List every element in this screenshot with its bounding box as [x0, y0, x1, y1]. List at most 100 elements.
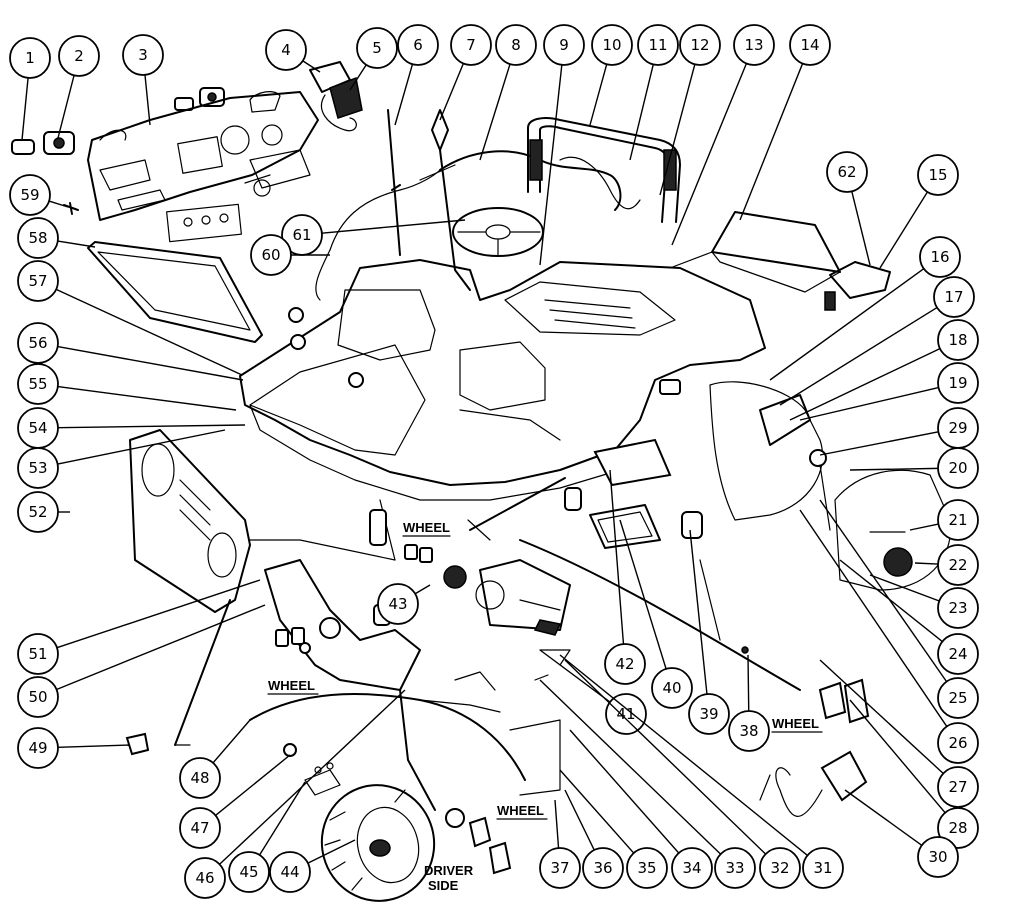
leader-line: [739, 63, 804, 221]
leader-line: [539, 679, 722, 855]
leader-line: [57, 385, 237, 411]
callout-number: 17: [944, 288, 963, 306]
callout-24: 24: [839, 559, 979, 675]
callout-52: 52: [17, 491, 70, 533]
callout-bubble: [733, 24, 775, 66]
callout-bubble: [826, 151, 868, 193]
callout-bubble: [591, 24, 633, 66]
callout-49: 49: [17, 727, 131, 769]
leader-line: [307, 839, 356, 864]
callout-60: 60: [250, 234, 330, 276]
wheel-label-left: WHEEL: [267, 678, 319, 695]
leader-line: [56, 604, 266, 691]
callout-number: 61: [292, 226, 311, 244]
callout-27: 27: [819, 659, 979, 808]
callout-36: 36: [564, 789, 624, 889]
callout-number: 50: [28, 688, 47, 706]
callout-12: 12: [659, 24, 721, 196]
callout-45: 45: [228, 781, 306, 893]
callout-7: 7: [439, 24, 492, 121]
callout-38: 38: [728, 654, 770, 752]
callout-58: 58: [17, 217, 96, 259]
callout-55: 55: [17, 363, 237, 411]
callout-bubble: [17, 447, 59, 489]
callout-number: 30: [928, 848, 947, 866]
callout-number: 55: [28, 375, 47, 393]
callout-bubble: [582, 847, 624, 889]
callout-number: 23: [948, 599, 967, 617]
callout-14: 14: [739, 24, 831, 221]
callout-number: 3: [138, 46, 148, 64]
leader-line: [321, 219, 466, 234]
lamp-lens-1: [11, 139, 35, 155]
leader-line: [747, 654, 750, 712]
callout-bubble: [637, 24, 679, 66]
callout-bubble: [450, 24, 492, 66]
driver-label: DRIVER: [424, 863, 474, 878]
leader-line: [57, 744, 131, 749]
callout-11: 11: [629, 24, 679, 161]
leader-line: [56, 579, 261, 649]
callout-bubble: [714, 847, 756, 889]
callout-bubble: [937, 766, 979, 808]
callout-number: 1: [25, 49, 35, 67]
callout-1: 1: [9, 37, 51, 141]
callout-47: 47: [179, 754, 291, 849]
leader-line: [564, 789, 595, 851]
callout-bubble: [937, 447, 979, 489]
callout-37: 37: [539, 799, 581, 889]
leader-line: [619, 519, 667, 670]
callout-bubble: [789, 24, 831, 66]
callout-bubble: [17, 491, 59, 533]
callout-bubble: [688, 693, 730, 735]
callout-50: 50: [17, 604, 266, 718]
leader-line: [414, 584, 431, 595]
leader-line: [215, 754, 291, 816]
callout-bubble: [17, 217, 59, 259]
leader-line: [839, 559, 943, 643]
callout-number: 4: [281, 41, 291, 59]
callout-number: 14: [800, 36, 819, 54]
callout-bubble: [605, 693, 647, 735]
callout-13: 13: [671, 24, 775, 246]
callout-number: 47: [190, 819, 209, 837]
leader-line: [779, 306, 938, 406]
callout-number: 45: [239, 863, 258, 881]
callout-28: 28: [849, 699, 979, 849]
callout-number: 38: [739, 722, 758, 740]
callout-44: 44: [269, 839, 356, 893]
leader-line: [869, 574, 940, 602]
leader-line: [689, 529, 708, 695]
leader-line: [819, 499, 948, 682]
callout-number: 59: [20, 186, 39, 204]
callout-number: 33: [725, 859, 744, 877]
callout-bubble: [671, 847, 713, 889]
side-panel: [87, 241, 263, 343]
callout-number: 16: [930, 248, 949, 266]
leader-line: [844, 789, 923, 846]
callout-21: 21: [909, 499, 979, 541]
callout-18: 18: [789, 319, 979, 421]
callout-bubble: [759, 847, 801, 889]
callout-62: 62: [826, 151, 871, 266]
callout-number: 48: [190, 769, 209, 787]
callout-bubble: [184, 857, 226, 899]
callout-number: 36: [593, 859, 612, 877]
callout-39: 39: [688, 529, 730, 735]
callout-number: 21: [948, 511, 967, 529]
callout-30: 30: [844, 789, 959, 878]
leader-line: [799, 509, 948, 727]
leader-line: [55, 288, 243, 376]
callout-34: 34: [569, 729, 713, 889]
callout-number: 62: [837, 163, 856, 181]
callout-number: 35: [637, 859, 656, 877]
callout-bubble: [917, 154, 959, 196]
callout-number: 43: [388, 595, 407, 613]
callout-bubble: [17, 260, 59, 302]
callout-bubble: [651, 667, 693, 709]
callout-number: 2: [74, 47, 84, 65]
leader-line: [439, 63, 465, 121]
callout-number: 44: [280, 863, 299, 881]
callout-number: 12: [690, 36, 709, 54]
callout-bubble: [17, 727, 59, 769]
